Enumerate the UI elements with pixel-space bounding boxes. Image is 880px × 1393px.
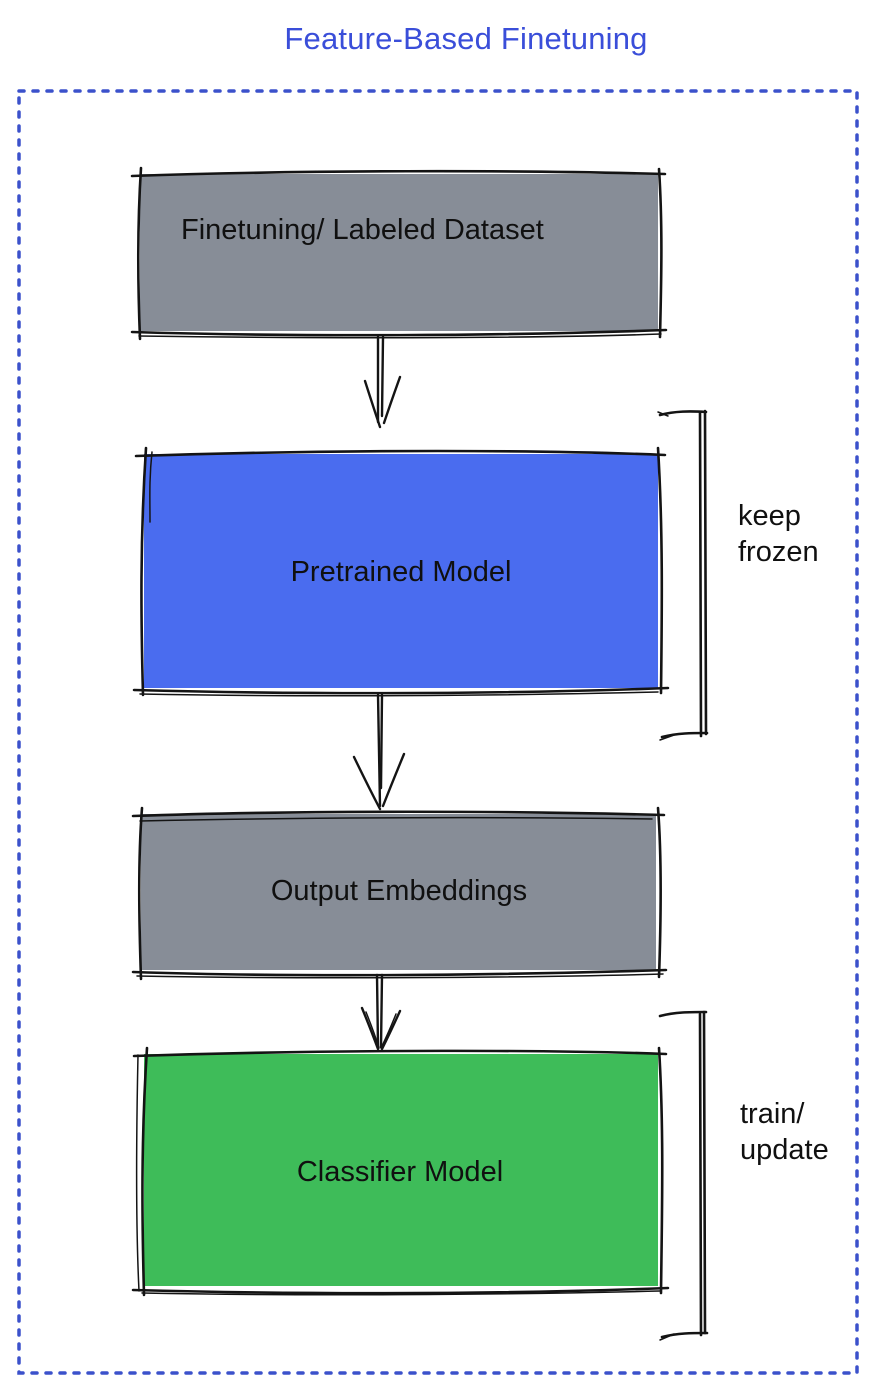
box-finetuning-dataset-border-bottom [130,328,668,337]
box-pretrained-model-border-sketch [149,451,153,523]
box-classifier-model-border-top [132,1049,668,1058]
diagram-title: Feature-Based Finetuning [284,21,648,56]
annotation-keep-frozen-line1: keep [738,500,801,532]
bracket-keep-frozen [657,409,709,741]
box-pretrained-model-border-left [140,446,148,697]
box-pretrained-model-border-top [134,449,667,458]
annotation-keep-frozen: keep frozen [738,498,819,570]
bracket-train-update [658,1010,709,1341]
box-finetuning-dataset-fill [140,174,658,331]
box-pretrained-model-border-sketch2 [139,691,659,697]
box-output-embeddings-border-sketch [139,816,653,822]
dotted-frame [17,89,859,1375]
box-label-pretrained-model: Pretrained Model [290,556,512,588]
box-output-embeddings-fill [141,814,656,970]
box-finetuning-dataset-border-top [130,169,667,178]
box-label-output-embeddings: Output Embeddings [270,875,528,907]
box-finetuning-dataset [130,166,668,341]
box-output-embeddings-border-sketch2 [136,973,664,979]
annotation-keep-frozen-line2: frozen [738,536,819,568]
box-output-embeddings-border-left [137,806,144,981]
arrow-embeddings-to-classifier [360,973,402,1051]
box-output-embeddings-border-right [656,806,663,979]
box-classifier-model-border-right [657,1046,664,1295]
annotation-train-update-line2: update [740,1134,829,1166]
box-classifier-model-border-left [141,1046,149,1297]
box-classifier-model-border-bottom [131,1286,670,1295]
box-classifier-model-border-sketch2 [141,1290,661,1296]
box-finetuning-dataset-border-right [657,167,663,339]
arrow-pretrained-to-embeddings [352,693,406,811]
box-pretrained-model-fill [144,454,658,688]
box-finetuning-dataset-border-sketch [138,333,662,339]
annotation-train-update: train/ update [740,1096,829,1168]
box-output-embeddings-border-top [131,810,666,818]
box-classifier-model [131,1046,670,1297]
box-output-embeddings [131,806,668,981]
box-output-embeddings-border-bottom [131,968,668,977]
arrow-dataset-to-pretrained [363,335,402,429]
box-pretrained-model-border-bottom [132,686,670,695]
box-label-finetuning-dataset: Finetuning/ Labeled Dataset [181,214,544,246]
box-pretrained-model [132,446,670,697]
box-finetuning-dataset-border-left [136,166,143,341]
box-pretrained-model-border-right [656,446,664,695]
box-classifier-model-fill [144,1054,658,1286]
annotation-train-update-line1: train/ [740,1098,805,1130]
box-label-classifier-model: Classifier Model [296,1156,504,1188]
box-classifier-model-border-sketch [135,1054,140,1292]
